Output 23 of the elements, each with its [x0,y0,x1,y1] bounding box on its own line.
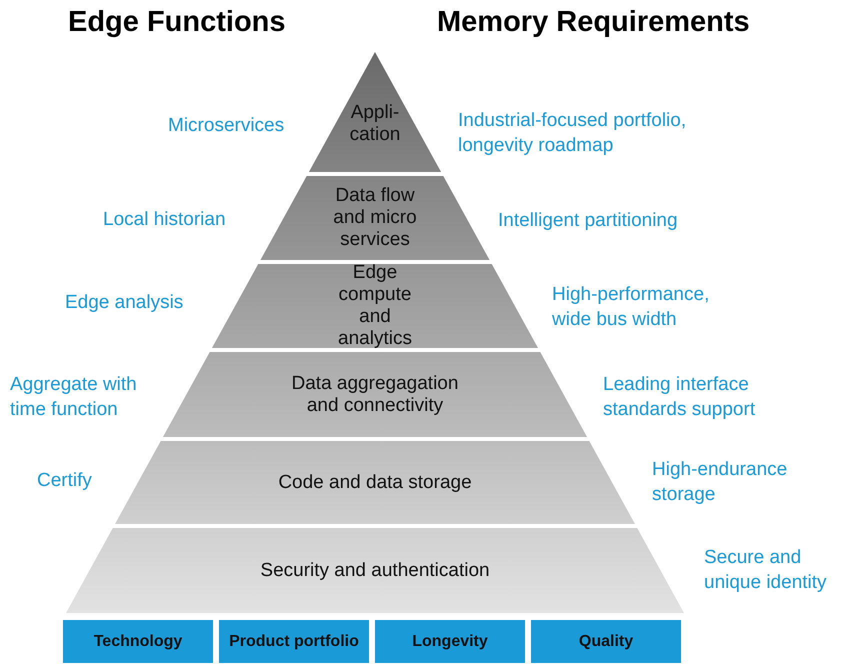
layer-label: Edge compute and analytics [337,262,413,350]
side-label: Leading interface standards support [603,373,756,422]
side-label: High-performance, wide bus width [552,283,710,332]
side-label: Certify [37,469,93,493]
side-label: Edge analysis [65,291,184,315]
layer-label: Code and data storage [278,472,472,494]
column-heading: Memory Requirements [437,6,750,39]
layer-label: Data flow and micro services [332,185,417,251]
side-label: Secure and unique identity [704,546,828,595]
layer-label: Security and authentication [260,560,490,582]
side-label: Local historian [103,208,227,232]
side-label: Intelligent partitioning [498,209,679,233]
category-box: Longevity [375,620,525,663]
side-label: Microservices [168,114,286,138]
side-label: Aggregate with time function [10,373,138,422]
category-box: Technology [63,620,213,663]
layer-label: Appli- cation [348,102,402,146]
layer-label: Data aggregagation and connectivity [290,372,460,416]
category-box: Quality [531,620,681,663]
column-heading: Edge Functions [68,6,286,39]
category-box: Product portfolio [219,620,369,663]
side-label: Industrial-focused portfolio, longevity roadmap [458,109,688,158]
side-label: High-endurance storage [652,458,788,507]
